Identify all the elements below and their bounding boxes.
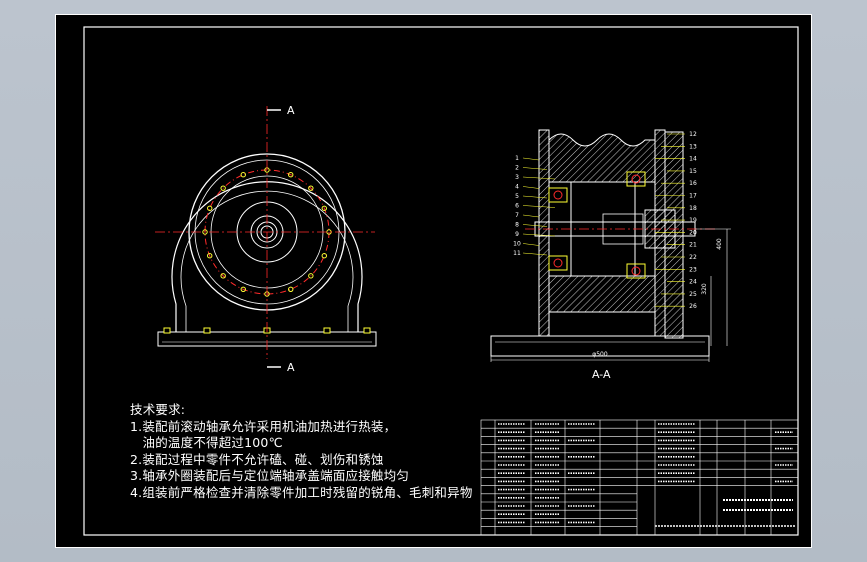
tech-note-1-cont: 油的温度不得超过100℃ bbox=[130, 435, 283, 450]
section-view-label: A-A bbox=[592, 368, 611, 381]
callout-number: 18 bbox=[689, 205, 697, 212]
callout-number: 3 bbox=[515, 174, 519, 181]
callout-number: 17 bbox=[689, 193, 697, 200]
callout-number: 1 bbox=[515, 155, 519, 162]
bolt-hole bbox=[202, 229, 208, 235]
tech-notes: 技术要求: 1.装配前滚动轴承允许采用机油加热进行热装， 油的温度不得超过100… bbox=[130, 402, 473, 501]
callout-number: 2 bbox=[515, 165, 519, 172]
front-view bbox=[155, 106, 377, 368]
height-dim-1: 400 bbox=[716, 238, 723, 250]
callout-number: 7 bbox=[515, 212, 519, 219]
callout-number: 14 bbox=[689, 156, 697, 163]
base-width-dim: φ500 bbox=[592, 351, 608, 358]
callout-number: 26 bbox=[689, 303, 697, 310]
callout-number: 10 bbox=[513, 241, 521, 248]
callout-number: 8 bbox=[515, 222, 519, 229]
callout-number: 24 bbox=[689, 279, 697, 286]
tech-note-2: 2.装配过程中零件不允许磕、碰、划伤和锈蚀 bbox=[130, 451, 384, 467]
bolt-hole bbox=[321, 205, 327, 211]
tech-note-1: 1.装配前滚动轴承允许采用机油加热进行热装， bbox=[130, 418, 397, 434]
callout-number: 13 bbox=[689, 143, 697, 150]
bolt-hole bbox=[240, 172, 246, 178]
callout-number: 16 bbox=[689, 180, 697, 187]
height-dim-2: 320 bbox=[701, 283, 708, 295]
sheet-border bbox=[55, 14, 812, 548]
bolt-hole bbox=[308, 185, 314, 191]
bolt-hole bbox=[220, 273, 226, 279]
bolt-hole bbox=[207, 253, 213, 259]
callout-number: 9 bbox=[515, 231, 519, 238]
callout-number: 22 bbox=[689, 254, 697, 261]
callout-number: 12 bbox=[689, 131, 697, 138]
callout-number: 21 bbox=[689, 242, 697, 249]
callout-number: 6 bbox=[515, 203, 519, 210]
section-marker-bottom: A bbox=[287, 361, 295, 374]
bolt-hole bbox=[220, 185, 226, 191]
bolt-hole bbox=[288, 286, 294, 292]
callout-number: 5 bbox=[515, 193, 519, 200]
callout-number: 15 bbox=[689, 168, 697, 175]
callout-number: 19 bbox=[689, 217, 697, 224]
tech-note-3: 3.轴承外圈装配后与定位端轴承盖端面应接触均匀 bbox=[130, 468, 410, 483]
callout-number: 20 bbox=[689, 229, 697, 236]
bolt-hole bbox=[207, 205, 213, 211]
callout-number: 4 bbox=[515, 184, 519, 191]
tech-notes-heading: 技术要求: bbox=[130, 402, 186, 417]
bolt-hole bbox=[288, 172, 294, 178]
section-marker-top: A bbox=[287, 104, 295, 117]
drawing-frame bbox=[83, 26, 799, 536]
bolt-hole bbox=[240, 286, 246, 292]
bolt-hole bbox=[321, 253, 327, 259]
tech-note-4: 4.组装前严格检查并清除零件加工时残留的锐角、毛刺和异物 bbox=[130, 484, 473, 500]
callout-number: 23 bbox=[689, 266, 697, 273]
callout-number: 11 bbox=[513, 250, 521, 257]
title-block bbox=[480, 419, 799, 536]
bolt-hole bbox=[308, 273, 314, 279]
callout-number: 25 bbox=[689, 291, 697, 298]
